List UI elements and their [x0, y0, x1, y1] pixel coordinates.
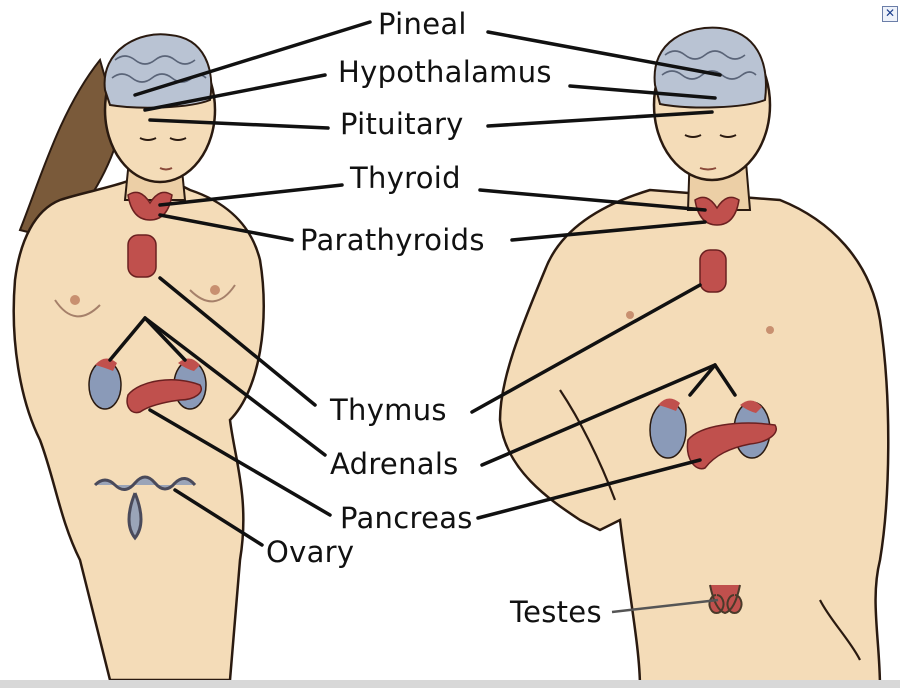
male-nipple-right	[766, 326, 774, 334]
male-adrenal-right	[740, 400, 762, 413]
leader-adrenals-male-a	[480, 363, 717, 467]
leader-pineal-female	[133, 20, 372, 97]
leader-thyroid-female	[158, 183, 344, 207]
female-thymus-gland	[127, 234, 157, 278]
leader-adrenals-female-a	[143, 316, 327, 457]
female-figure	[12, 33, 265, 682]
label-parathyroids: Parathyroids	[300, 223, 485, 257]
female-brain	[103, 33, 213, 109]
leader-thymus-female	[158, 276, 317, 407]
label-ovary: Ovary	[266, 535, 354, 569]
leader-pancreas-male	[476, 458, 702, 520]
leader-pituitary-female	[148, 118, 330, 130]
female-thyroid-gland	[127, 191, 173, 221]
leader-parathyroids-female	[158, 213, 294, 242]
male-thymus-gland	[699, 249, 727, 293]
leader-adrenals-male-b	[688, 363, 737, 397]
label-pituitary: Pituitary	[340, 107, 464, 141]
label-pancreas: Pancreas	[340, 501, 473, 535]
male-arm-inner	[559, 389, 861, 661]
female-breast-curves	[54, 284, 236, 318]
male-kidney-left	[649, 401, 687, 459]
label-testes: Testes	[509, 595, 602, 629]
male-brain-folds	[661, 50, 757, 80]
male-eyes	[684, 134, 737, 138]
labels: Pineal Hypothalamus Pituitary Thyroid Pa…	[266, 7, 602, 629]
leader-adrenals-female-b	[108, 316, 187, 362]
leader-testes-male	[611, 598, 719, 614]
label-adrenals: Adrenals	[330, 447, 459, 481]
female-hair	[18, 57, 122, 242]
leader-lines	[108, 20, 737, 614]
label-thyroid: Thyroid	[349, 161, 461, 195]
label-hypothalamus: Hypothalamus	[338, 55, 552, 89]
female-adrenal-left	[95, 358, 117, 371]
female-eyes	[139, 137, 187, 141]
male-nipple-left	[626, 311, 634, 319]
male-thyroid-gland	[694, 196, 740, 226]
leader-hypothalamus-male	[568, 84, 717, 100]
male-pancreas	[686, 422, 777, 470]
bottom-edge-strip	[0, 680, 900, 688]
label-thymus: Thymus	[329, 393, 447, 427]
male-brain	[653, 26, 767, 109]
male-figure	[498, 26, 890, 688]
leader-thyroid-male	[478, 188, 707, 212]
female-pancreas	[126, 379, 202, 414]
female-uterus-ovaries	[93, 475, 197, 541]
leader-thymus-male	[470, 283, 702, 414]
leader-pituitary-male	[486, 110, 714, 128]
leader-ovary-female	[173, 488, 264, 547]
label-pineal: Pineal	[378, 7, 467, 41]
leader-pancreas-female	[148, 408, 332, 517]
leader-parathyroids-male	[510, 220, 707, 242]
leader-pineal-male	[486, 30, 722, 77]
male-mouth	[699, 167, 717, 171]
male-testes	[708, 584, 743, 615]
female-adrenal-right	[178, 358, 200, 371]
female-breast-right	[210, 285, 220, 295]
leader-hypothalamus-female	[143, 73, 327, 112]
female-mouth	[159, 167, 173, 171]
male-adrenal-left	[658, 398, 680, 411]
close-icon[interactable]: ✕	[882, 6, 898, 22]
female-kidney-left	[88, 360, 122, 410]
female-breast-left	[70, 295, 80, 305]
